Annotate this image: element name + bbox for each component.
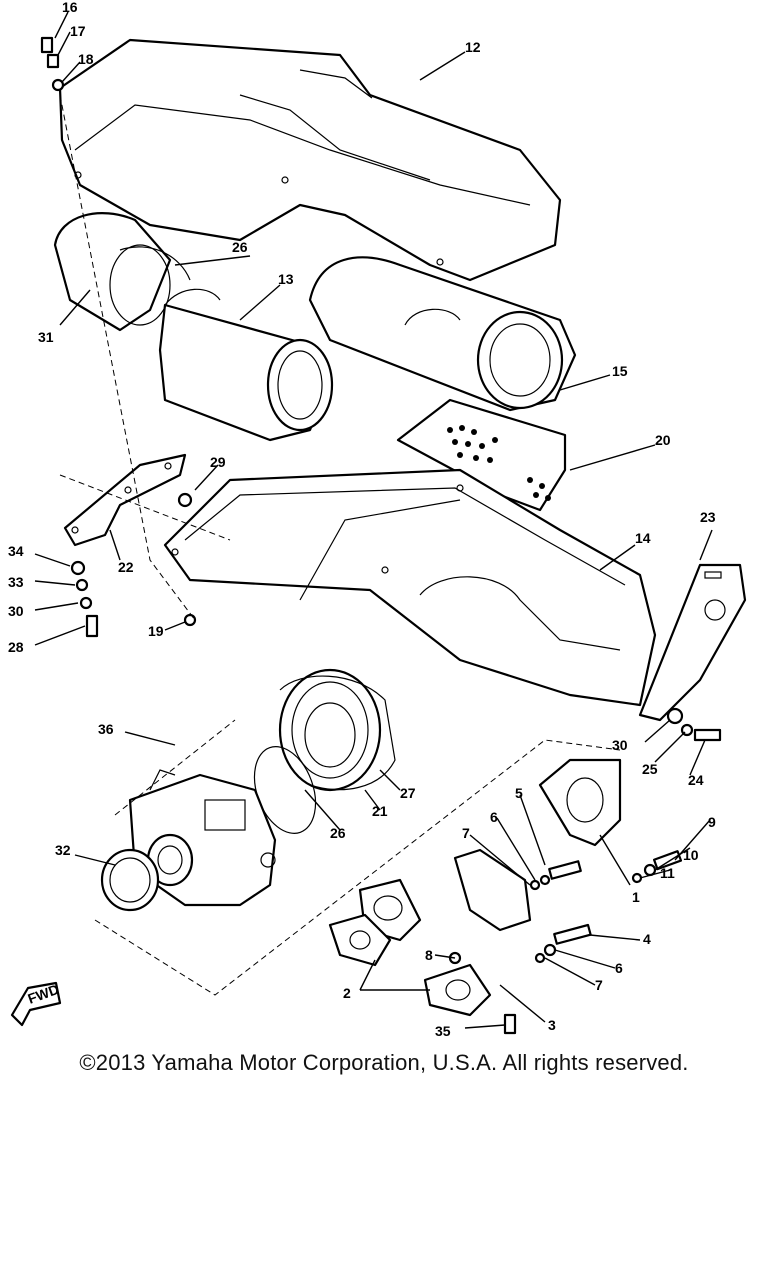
callout-20: 20 bbox=[655, 432, 671, 448]
callout-6: 6 bbox=[490, 809, 498, 825]
callout-18: 18 bbox=[78, 51, 94, 67]
callout-3: 3 bbox=[548, 1017, 556, 1033]
carburetor bbox=[128, 769, 277, 907]
dashed-guides bbox=[59, 94, 621, 996]
callout-13: 13 bbox=[278, 271, 294, 287]
callout-12: 12 bbox=[465, 39, 481, 55]
callout-2: 2 bbox=[343, 985, 351, 1001]
callout-30: 30 bbox=[8, 603, 24, 619]
callout-34: 34 bbox=[8, 543, 24, 559]
bolts-and-washers bbox=[40, 36, 722, 1035]
fwd-arrow: FWD bbox=[10, 981, 62, 1027]
callout-28: 28 bbox=[8, 639, 24, 655]
callout-6b: 6 bbox=[615, 960, 623, 976]
bracket-23 bbox=[638, 563, 747, 722]
callout-19: 19 bbox=[148, 623, 164, 639]
callout-31: 31 bbox=[38, 329, 54, 345]
callout-1: 1 bbox=[632, 889, 640, 905]
manifold-1 bbox=[538, 758, 622, 847]
callout-30b: 30 bbox=[612, 737, 628, 753]
exploded-parts-diagram: FWD bbox=[8, 0, 747, 1039]
callout-4: 4 bbox=[643, 931, 651, 947]
callout-7: 7 bbox=[462, 825, 470, 841]
joint-21 bbox=[278, 668, 396, 792]
callout-21: 21 bbox=[372, 803, 388, 819]
bracket-22 bbox=[63, 453, 187, 547]
callout-10: 10 bbox=[683, 847, 699, 863]
lower-case bbox=[163, 468, 657, 707]
callout-24: 24 bbox=[688, 772, 704, 788]
upper-case bbox=[58, 38, 562, 282]
callout-9: 9 bbox=[708, 814, 716, 830]
filter-element-right bbox=[308, 256, 577, 412]
callout-5: 5 bbox=[515, 785, 523, 801]
callout-27: 27 bbox=[400, 785, 416, 801]
callout-29: 29 bbox=[210, 454, 226, 470]
callout-15: 15 bbox=[612, 363, 628, 379]
element-cup-31 bbox=[53, 212, 191, 332]
callout-25: 25 bbox=[642, 761, 658, 777]
callout-35: 35 bbox=[435, 1023, 451, 1039]
callout-7b: 7 bbox=[595, 977, 603, 993]
callout-26: 26 bbox=[232, 239, 248, 255]
callout-22: 22 bbox=[118, 559, 134, 575]
callout-11: 11 bbox=[660, 865, 675, 881]
clamp-32 bbox=[100, 848, 160, 912]
copyright-notice: ©2013 Yamaha Motor Corporation, U.S.A. A… bbox=[79, 1050, 689, 1075]
callout-17: 17 bbox=[70, 23, 86, 39]
callout-labels: 1 2 3 4 5 6 6 7 7 8 9 10 11 12 13 14 15 … bbox=[8, 0, 716, 1039]
callout-33: 33 bbox=[8, 574, 24, 590]
callout-26b: 26 bbox=[330, 825, 346, 841]
leaders bbox=[34, 11, 713, 1029]
filter-element-left bbox=[158, 288, 334, 442]
callout-32: 32 bbox=[55, 842, 71, 858]
gaskets-2 bbox=[328, 913, 492, 1017]
callout-16: 16 bbox=[62, 0, 78, 15]
callout-8: 8 bbox=[425, 947, 433, 963]
callout-14: 14 bbox=[635, 530, 651, 546]
callout-23: 23 bbox=[700, 509, 716, 525]
callout-36: 36 bbox=[98, 721, 114, 737]
